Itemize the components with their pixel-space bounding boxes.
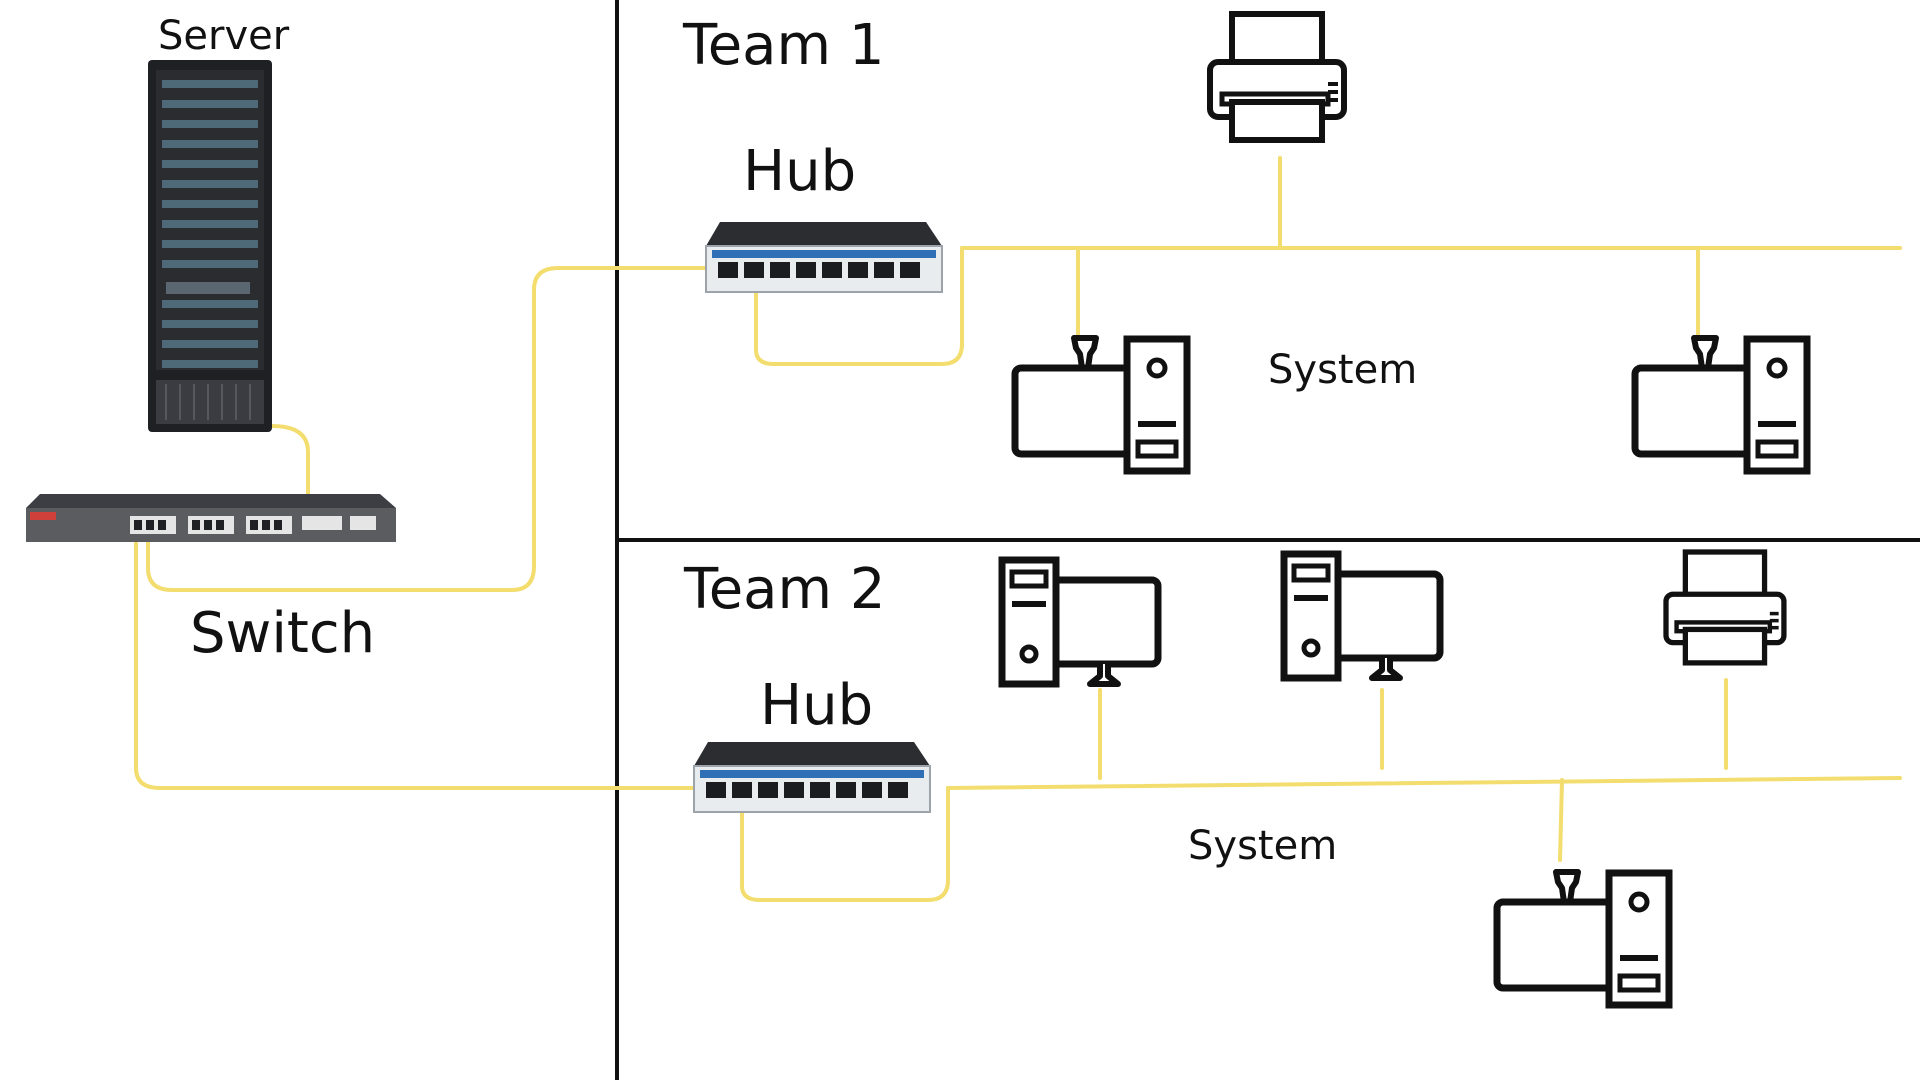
team1-workstation-icon [1015, 338, 1187, 471]
team1-system-label: System [1268, 347, 1418, 393]
cable-switch-to-hub1 [146, 266, 710, 592]
server-label: Server [158, 13, 290, 59]
team2-printer-icon [1666, 552, 1784, 663]
team1-workstation-icon [1635, 338, 1807, 471]
team2-workstation-icon [1497, 872, 1669, 1005]
cable-team2-backbone [946, 776, 1902, 790]
team2-label: Team 2 [684, 557, 886, 622]
server-rack-icon [148, 60, 272, 432]
cable-hub1-loop [754, 246, 964, 366]
cable-server-to-switch [270, 424, 310, 534]
team2-hub-icon [693, 741, 931, 813]
network-switch-icon [26, 494, 396, 542]
team1-printer-icon [1210, 14, 1344, 140]
team1-hub-label: Hub [743, 139, 857, 204]
switch-label: Switch [190, 601, 376, 666]
team1-label: Team 1 [683, 13, 885, 78]
cable-team2-ws3-drop [1558, 778, 1564, 862]
cable-hub2-loop [740, 786, 950, 902]
team2-hub-label: Hub [760, 673, 874, 738]
team2-system-label: System [1188, 823, 1338, 869]
team2-workstation-icon [1002, 560, 1158, 684]
team2-workstation-icon [1284, 554, 1440, 678]
team1-hub-icon [705, 221, 943, 293]
cable-switch-to-hub2 [134, 534, 700, 790]
